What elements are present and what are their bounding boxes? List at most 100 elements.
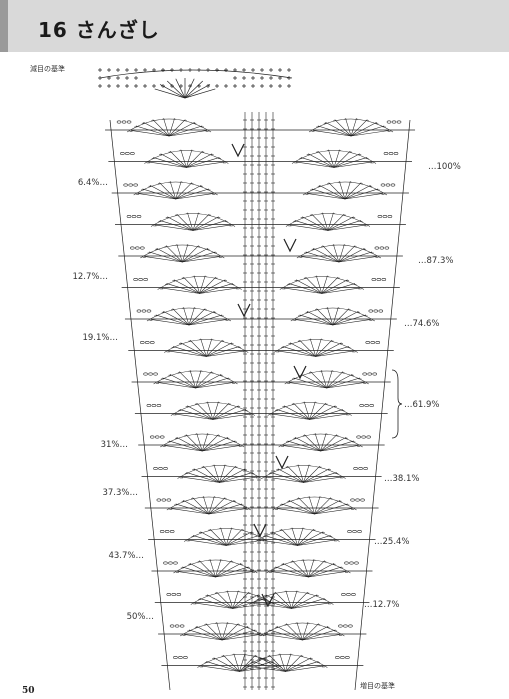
fan-stroke — [184, 80, 204, 99]
fan-stroke — [199, 275, 206, 294]
plus-stitch — [215, 84, 219, 88]
chain-loop — [164, 530, 170, 533]
fan-stroke — [215, 560, 232, 578]
fan-stroke — [203, 496, 210, 515]
fan-stroke — [291, 602, 330, 609]
fan-stroke — [143, 121, 170, 137]
fan-stroke — [322, 245, 340, 263]
fan-stroke — [338, 245, 356, 263]
fan-stroke — [271, 413, 310, 420]
right-percent-label: …74.6% — [404, 319, 440, 329]
fan-arc — [284, 370, 369, 385]
decrease-reference-band — [98, 68, 293, 99]
fan-stroke — [175, 503, 209, 515]
chain-loop — [364, 404, 369, 407]
fan-stroke — [344, 188, 379, 200]
fan-stroke — [206, 346, 240, 357]
chain-loop — [130, 152, 135, 155]
fan-stroke — [281, 528, 298, 546]
fan-arc — [267, 402, 352, 416]
fan-stroke — [192, 216, 219, 231]
fan-stroke — [285, 590, 292, 609]
chain-loop — [346, 593, 351, 596]
fan-stroke — [205, 623, 223, 641]
fan-stroke — [186, 161, 225, 168]
plus-stitch — [125, 76, 129, 80]
fan-stroke — [189, 562, 216, 578]
fan-stroke — [302, 216, 329, 231]
fan-stroke — [326, 382, 365, 389]
fan-stroke — [276, 625, 303, 641]
fan-arc — [285, 213, 371, 227]
fan-stroke — [309, 402, 327, 420]
plus-stitch — [233, 84, 237, 88]
chain-loop — [348, 624, 353, 628]
fan-stroke — [332, 310, 359, 326]
fan-stroke — [325, 121, 352, 137]
fan-stroke — [208, 499, 235, 515]
fan-stroke — [212, 409, 247, 420]
fan-arc — [166, 496, 251, 511]
fan-stroke — [186, 149, 193, 168]
fan-stroke — [159, 182, 176, 200]
chain-loop — [357, 530, 362, 533]
fan-stroke — [297, 531, 324, 546]
plus-stitch — [116, 68, 120, 72]
fan-stroke — [166, 80, 186, 99]
chain-loop — [344, 561, 349, 565]
fan-stroke — [239, 653, 246, 672]
decrease-reference-label: 減目の基準 — [30, 65, 65, 73]
fan-arc — [290, 307, 375, 322]
fan-stroke — [206, 339, 223, 357]
fan-stroke — [282, 346, 316, 357]
left-percent-label: 12.7%… — [72, 272, 108, 282]
decrease-mark — [293, 365, 307, 380]
fan-stroke — [291, 594, 318, 609]
chain-loop — [358, 467, 363, 470]
fan-stroke — [184, 78, 195, 99]
fan-stroke — [274, 591, 292, 609]
fan-stroke — [315, 342, 342, 357]
fan-stroke — [305, 251, 339, 263]
fan-stroke — [332, 314, 367, 326]
fan-stroke — [302, 622, 309, 641]
chain-loop — [126, 215, 132, 218]
fan-arc — [302, 181, 388, 196]
fan-stroke — [182, 566, 216, 578]
page-title: 16 さんざし — [38, 18, 160, 42]
fan-stroke — [183, 307, 190, 326]
fan-stroke — [308, 571, 347, 578]
fan-stroke — [179, 409, 213, 420]
right-percent-label: …25.4% — [374, 537, 410, 547]
fan-stroke — [209, 528, 227, 546]
chain-loop — [169, 624, 175, 628]
fan-stroke — [168, 119, 186, 137]
fan-stroke — [285, 657, 312, 672]
fan-stroke — [176, 244, 183, 263]
fan-stroke — [239, 661, 273, 672]
chain-loop — [166, 498, 172, 502]
plus-stitch — [134, 68, 138, 72]
fan-stroke — [182, 245, 199, 263]
fan-stroke — [192, 212, 199, 231]
fan-stroke — [332, 307, 339, 326]
fan-stroke — [195, 377, 229, 389]
fan-stroke — [202, 436, 229, 452]
fan-stroke — [225, 527, 232, 546]
fan-stroke — [282, 445, 321, 452]
chain-loop — [373, 309, 379, 313]
chain-loop — [343, 624, 348, 628]
fan-stroke — [292, 560, 309, 578]
fan-stroke — [222, 629, 256, 641]
fan-stroke — [212, 402, 230, 420]
chain-loop — [123, 183, 128, 187]
fan-arc — [272, 496, 357, 511]
fan-stroke — [289, 342, 316, 357]
fan-stroke — [196, 402, 214, 420]
fan-stroke — [300, 256, 339, 263]
fan-stroke — [162, 377, 196, 389]
fan-stroke — [150, 319, 189, 326]
fan-stroke — [328, 182, 346, 200]
chain-loop — [377, 215, 383, 218]
